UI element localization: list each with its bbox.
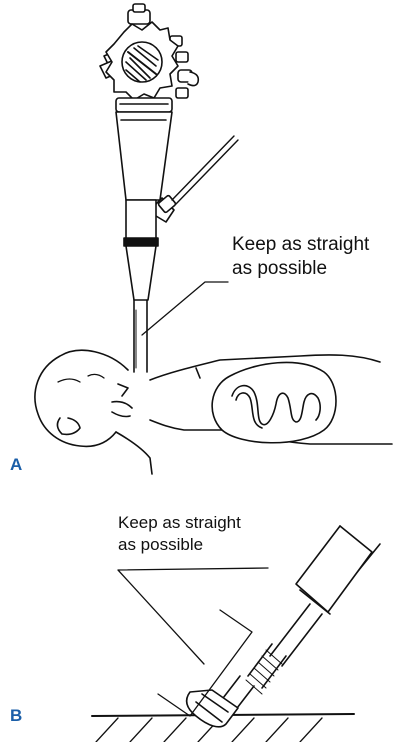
panel-letter-a: A [10, 456, 22, 473]
callout-leader-a [142, 282, 228, 335]
callout-a-line1: Keep as straight [232, 233, 369, 257]
callout-b-line2: as possible [118, 534, 241, 556]
patient-figure [35, 350, 392, 474]
callout-label-b: Keep as straight as possible [118, 512, 241, 556]
endoscope-tip-b [158, 526, 380, 727]
callout-b-line1: Keep as straight [118, 512, 241, 534]
endoscope-control-head [100, 4, 198, 112]
insertion-tube-a [134, 300, 147, 372]
panel-letter-b: B [10, 707, 22, 724]
callout-label-a: Keep as straight as possible [232, 233, 369, 281]
callout-a-line2: as possible [232, 257, 369, 281]
callout-leader-b [118, 568, 268, 664]
endoscope-handle [116, 112, 238, 300]
